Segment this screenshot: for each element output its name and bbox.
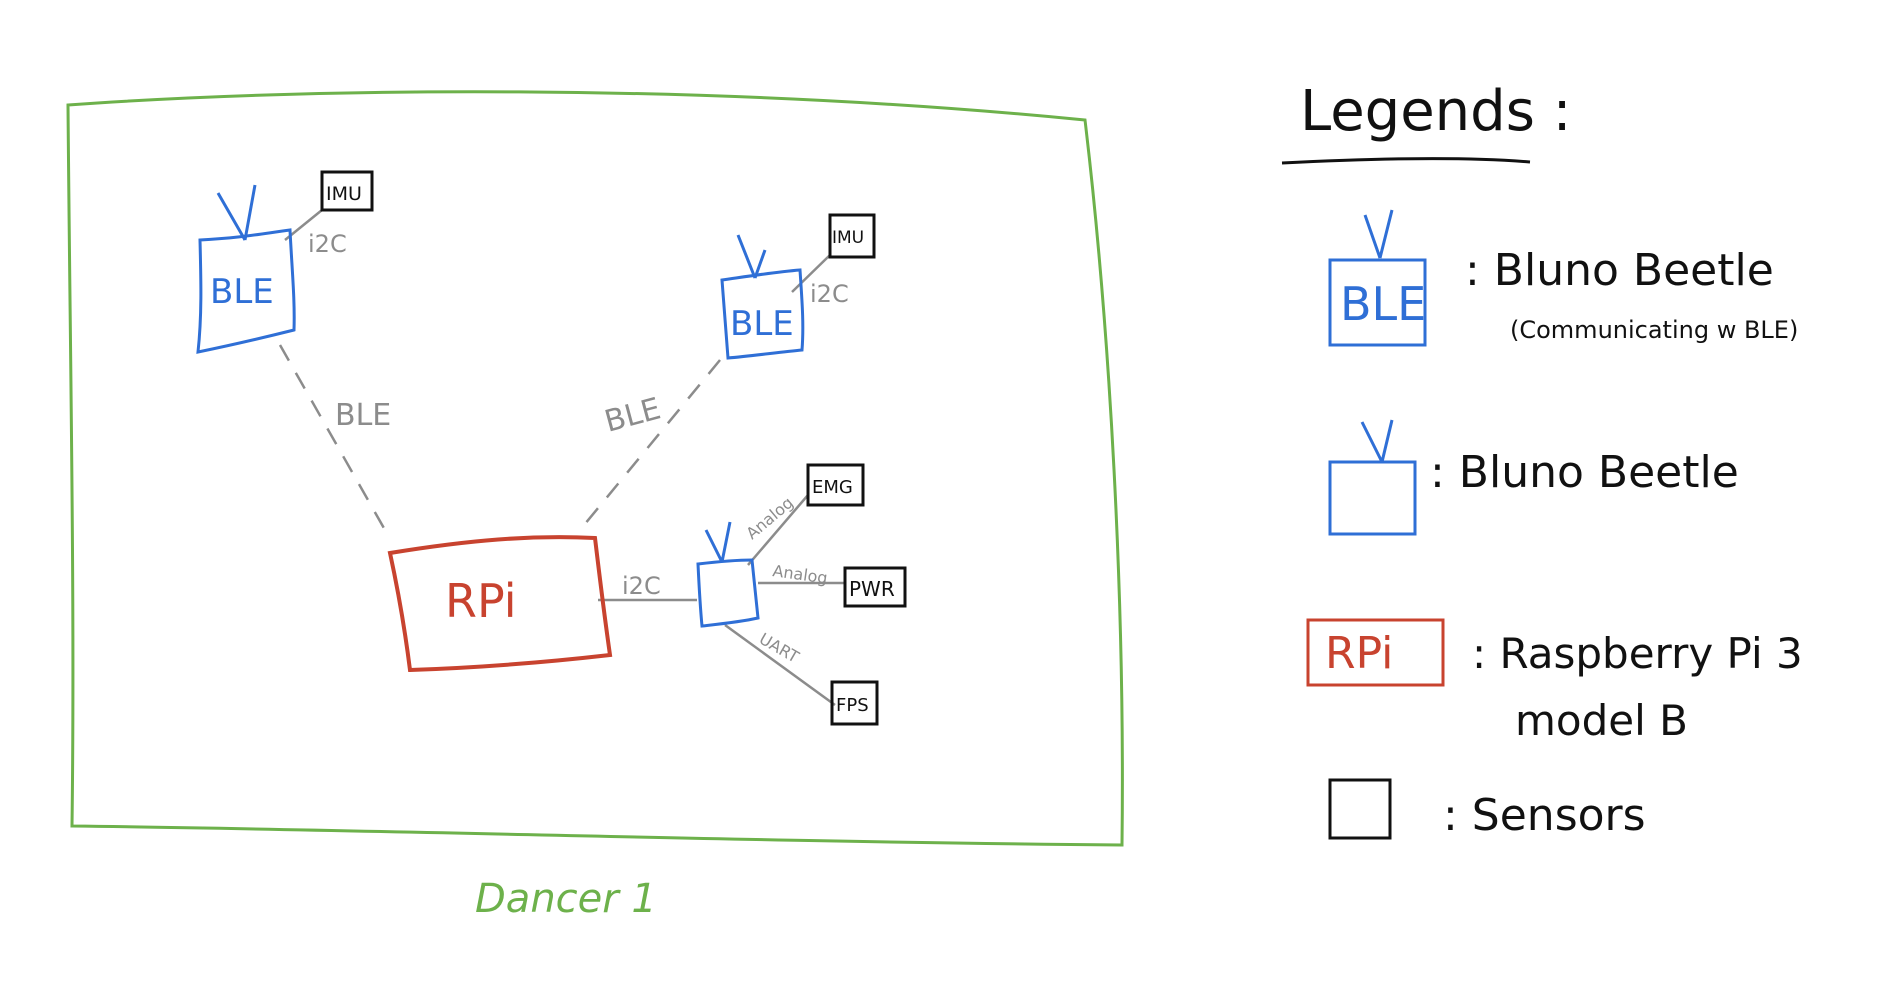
rpi-node: RPi (387, 535, 613, 673)
legend-ble-box (1328, 258, 1427, 347)
legend-beetle-antenna-icon (1360, 419, 1394, 463)
ble-node-right-label: BLE (730, 304, 794, 344)
sensor-pwr-box (843, 566, 907, 608)
legend-beetle-desc: : Bluno Beetle (1430, 447, 1739, 498)
legend-item-ble-beetle: BLE : Bluno Beetle (Communicating w BLE) (1328, 209, 1798, 347)
sensor-emg: EMG (806, 463, 865, 507)
edges (278, 209, 845, 707)
sensor-pwr-label: PWR (849, 577, 895, 601)
sensor-fps-label: FPS (836, 695, 869, 716)
ble-node-left-box (196, 228, 296, 354)
legend-item-rpi: RPi : Raspberry Pi 3 model B (1306, 618, 1803, 745)
legend-rpi-desc-sub: model B (1515, 696, 1688, 745)
sensor-imu-right-box (828, 213, 876, 259)
legend-sensor-box (1328, 778, 1392, 840)
sensor-emg-label: EMG (812, 477, 853, 498)
legend-ble-symbol: BLE (1340, 277, 1426, 331)
edge-label-ble-left-rpi: BLE (335, 398, 391, 433)
ble-node-left-antenna-icon (216, 184, 257, 241)
beetle-node-center (696, 521, 760, 628)
ble-node-left-label: BLE (210, 272, 274, 312)
legend-title-underline (1281, 157, 1531, 165)
ble-node-left: BLE (196, 184, 296, 354)
rpi-node-label: RPi (445, 574, 516, 628)
beetle-node-center-box (696, 558, 760, 628)
edge-ble-left-rpi (278, 344, 387, 531)
sensor-fps-box (830, 680, 879, 726)
sensor-fps: FPS (830, 680, 879, 726)
legend-title: Legends : (1300, 79, 1572, 144)
edge-label-rpi-beetle: i2C (622, 572, 661, 600)
edge-label-ble-right-imu: i2C (810, 280, 849, 308)
sensor-emg-box (806, 463, 865, 507)
legend: Legends : BLE : Bluno Beetle (Communicat… (1281, 79, 1803, 841)
dancer-group: Dancer 1 (66, 90, 1124, 922)
ble-node-right-box (720, 268, 805, 360)
sensors: IMU IMU EMG PWR FPS (320, 170, 907, 726)
dancer-group-border (66, 90, 1124, 847)
edge-label-beetle-fps: UART (756, 629, 802, 667)
beetle-node-center-antenna-icon (704, 521, 732, 563)
dancer-group-label: Dancer 1 (475, 876, 657, 922)
legend-ble-antenna-icon (1363, 209, 1394, 259)
edge-ble-right-imu (791, 254, 831, 293)
edge-label-ble-left-imu: i2C (308, 230, 347, 258)
legend-ble-desc: : Bluno Beetle (1465, 245, 1774, 296)
edge-ble-right-rpi (579, 359, 721, 531)
sensor-imu-left: IMU (320, 170, 374, 212)
legend-item-beetle: : Bluno Beetle (1328, 419, 1739, 536)
sensor-pwr: PWR (843, 566, 907, 608)
edge-label-ble-right-rpi: BLE (601, 391, 664, 439)
legend-item-sensor: : Sensors (1328, 778, 1646, 841)
rpi-node-box (387, 535, 613, 673)
sensor-imu-left-box (320, 170, 374, 212)
legend-rpi-box (1306, 618, 1445, 687)
ble-node-right-antenna-icon (736, 234, 767, 279)
legend-rpi-desc: : Raspberry Pi 3 (1472, 629, 1803, 678)
legend-sensor-desc: : Sensors (1443, 790, 1646, 841)
sensor-imu-right: IMU (828, 213, 876, 259)
sensor-imu-left-label: IMU (326, 183, 362, 205)
ble-node-right: BLE (720, 234, 805, 360)
legend-beetle-box (1328, 460, 1417, 536)
sensor-imu-right-label: IMU (832, 228, 864, 248)
edge-beetle-emg (747, 494, 809, 566)
legend-rpi-symbol: RPi (1325, 628, 1393, 679)
legend-ble-desc-sub: (Communicating w BLE) (1510, 316, 1798, 344)
edge-beetle-fps (724, 623, 836, 707)
edge-labels: i2C i2C BLE BLE i2C Analog Analog UART (308, 230, 849, 667)
